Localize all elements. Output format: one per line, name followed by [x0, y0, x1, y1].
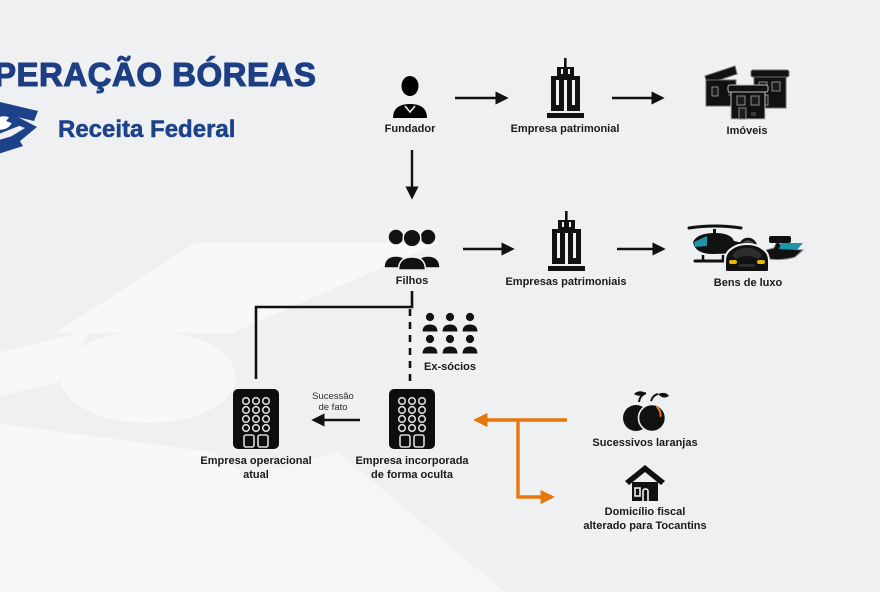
- sucessao-line1: Sucessão: [312, 391, 354, 402]
- label-line1: Empresa operacional: [200, 455, 312, 467]
- node-filhos: Filhos: [352, 224, 472, 288]
- node-fundador: Fundador: [350, 76, 470, 136]
- node-ex-socios: Ex-sócios: [402, 312, 498, 374]
- node-label: Empresas patrimoniais: [505, 276, 627, 288]
- node-empresa-operacional: Empresa operacional atual: [186, 388, 326, 482]
- label-line1: Empresa incorporada: [355, 455, 469, 467]
- children-group-icon: [383, 224, 441, 270]
- node-label: Fundador: [384, 123, 436, 135]
- car-icon: [724, 242, 770, 272]
- founder-person-icon: [391, 76, 429, 118]
- node-imoveis: Imóveis: [687, 62, 807, 138]
- node-label: Ex-sócios: [424, 361, 476, 373]
- node-label: Sucessivos laranjas: [592, 437, 698, 449]
- sucessao-line2: de fato: [318, 402, 348, 413]
- label-line2: alterado para Tocantins: [583, 520, 707, 532]
- houses-icon: [701, 62, 793, 120]
- office-building-icon: [232, 388, 280, 450]
- node-label: Empresa incorporada de forma oculta: [355, 454, 468, 482]
- office-tower-icon: [542, 58, 588, 118]
- label-line1: Domicílio fiscal: [604, 506, 686, 518]
- node-label: Filhos: [395, 275, 429, 287]
- node-empresa-incorporada: Empresa incorporada de forma oculta: [342, 388, 482, 482]
- node-label: Domicílio fiscal alterado para Tocantins: [583, 505, 706, 533]
- office-building-icon: [388, 388, 436, 450]
- oranges-icon: [621, 390, 669, 432]
- label-line2: de forma oculta: [371, 469, 453, 481]
- node-domicilio-fiscal: Domicílio fiscal alterado para Tocantins: [565, 464, 725, 533]
- node-label: Empresa patrimonial: [510, 123, 620, 135]
- brand-name: Receita Federal: [58, 116, 236, 144]
- node-label: Imóveis: [726, 125, 768, 137]
- orange-arrow-domicilio: [516, 421, 555, 505]
- receita-flag-icon: [0, 102, 38, 154]
- node-empresas-patrimoniais: Empresas patrimoniais: [496, 211, 636, 289]
- luxury-goods-icon: [685, 222, 811, 272]
- node-sucessivos-laranjas: Sucessivos laranjas: [565, 390, 725, 450]
- operation-title: PERAÇÃO BÓREAS: [0, 55, 317, 93]
- ex-partners-group-icon: [421, 312, 479, 356]
- node-label: Bens de luxo: [713, 277, 783, 289]
- label-line2: atual: [243, 469, 269, 481]
- node-bens-de-luxo: Bens de luxo: [683, 222, 813, 290]
- receita-federal-logo: Receita Federal: [0, 98, 238, 178]
- office-tower-icon: [543, 211, 589, 271]
- house-icon: [624, 464, 666, 501]
- sucessao-edge-label: Sucessão de fato: [300, 391, 366, 413]
- node-label: Empresa operacional atual: [200, 454, 311, 482]
- elbow-filhos-operacional: [254, 291, 414, 379]
- node-empresa-patrimonial: Empresa patrimonial: [505, 58, 625, 136]
